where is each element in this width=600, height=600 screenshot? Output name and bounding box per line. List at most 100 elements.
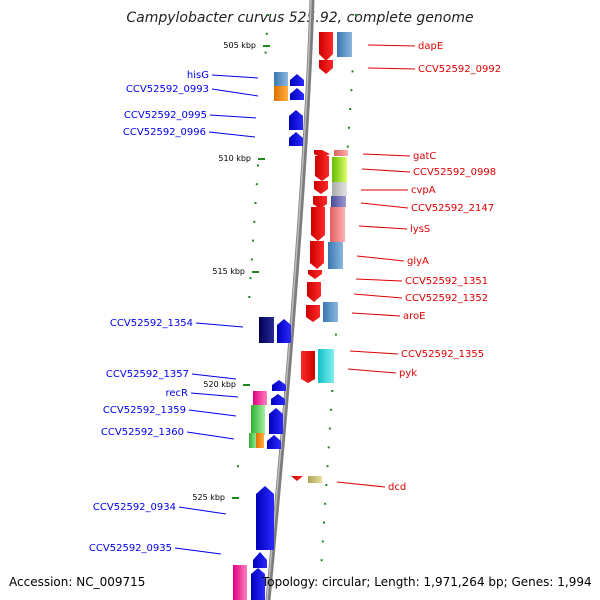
gene-block-gatC[interactable] — [334, 150, 348, 156]
gene-block-ccv52592-1360a[interactable] — [249, 433, 257, 448]
gene-arrow-ccv52592-1354[interactable] — [277, 319, 291, 343]
gene-label[interactable]: CCV52592_1357 — [106, 369, 189, 380]
leader-line — [361, 168, 411, 173]
forward-strand-genes — [233, 72, 304, 600]
gene-arrow-ccv52592-0934[interactable] — [256, 486, 274, 550]
track-tick — [255, 183, 258, 186]
leader-line — [211, 74, 259, 79]
gene-arrow-lysS[interactable] — [311, 207, 325, 241]
gene-arrow-glyA[interactable] — [310, 241, 324, 269]
gene-label[interactable]: CCV52592_1352 — [405, 293, 488, 304]
track-tick — [350, 89, 353, 92]
gene-arrow-cvpA[interactable] — [314, 181, 328, 194]
gene-block-ccv52592-1359[interactable] — [251, 405, 265, 435]
gene-label[interactable]: hisG — [187, 70, 209, 81]
gene-label[interactable]: CCV52592_1354 — [110, 318, 193, 329]
track-tick — [355, 14, 358, 16]
track-tick — [326, 465, 329, 468]
leader-line — [190, 392, 239, 398]
gene-label[interactable]: aroE — [403, 311, 425, 322]
gene-arrow-ccv52592-1357[interactable] — [272, 380, 286, 391]
gene-label[interactable]: CCV52592_1360 — [101, 427, 184, 438]
gene-arrow-ccv52592-0993[interactable] — [290, 88, 304, 100]
gene-arrow-dapE[interactable] — [319, 32, 333, 61]
track-tick — [237, 465, 239, 468]
gene-arrow-ccv52592-1351[interactable] — [308, 270, 322, 279]
gene-block-ccv52592-0993[interactable] — [274, 86, 288, 101]
gene-arrow-ccv52592-0992[interactable] — [319, 60, 333, 74]
gene-block-ccv52592-2147[interactable] — [331, 196, 346, 207]
gene-label[interactable]: gatC — [413, 151, 436, 162]
gene-block-recR[interactable] — [253, 391, 267, 405]
gene-label[interactable]: pyk — [399, 368, 417, 379]
gene-block-lysS[interactable] — [330, 207, 345, 242]
gene-arrow-ccv52592-1352[interactable] — [307, 282, 321, 302]
leader-line — [356, 255, 405, 262]
leader-line — [349, 350, 399, 355]
leader-line — [191, 373, 237, 380]
gene-arrow-ccv52592-1355[interactable] — [301, 351, 315, 383]
gene-arrow-next[interactable] — [251, 568, 265, 600]
kbp-label: 510 kbp — [218, 154, 251, 163]
gene-block-aroE[interactable] — [323, 302, 338, 322]
leader-line — [353, 293, 403, 299]
gene-label[interactable]: lysS — [410, 224, 430, 235]
track-tick — [346, 145, 349, 148]
gene-label[interactable]: CCV52592_1351 — [405, 276, 488, 287]
gene-block-pyk[interactable] — [318, 349, 334, 383]
gene-arrow-aroE[interactable] — [306, 305, 320, 322]
gene-arrow-hisG[interactable] — [290, 74, 304, 86]
gene-arrow-ccv52592-0998[interactable] — [315, 156, 329, 181]
gene-label[interactable]: CCV52592_0935 — [89, 543, 172, 554]
track-tick — [320, 559, 323, 562]
track-tick — [327, 446, 330, 449]
gene-label[interactable]: CCV52592_1359 — [103, 405, 186, 416]
leader-line — [188, 409, 237, 417]
gene-label[interactable]: CCV52592_0934 — [93, 502, 176, 513]
gene-arrow-ccv52592-0995[interactable] — [289, 110, 303, 130]
gene-label[interactable]: dcd — [388, 482, 406, 493]
gene-label[interactable]: CCV52592_0992 — [418, 64, 501, 75]
track-tick — [330, 408, 333, 411]
track-tick — [264, 51, 267, 54]
gene-label[interactable]: dapE — [418, 41, 443, 52]
track-tick — [328, 427, 331, 430]
gene-label[interactable]: CCV52592_2147 — [411, 203, 494, 214]
gene-block-glyA[interactable] — [328, 242, 343, 269]
gene-arrow-dcd[interactable] — [291, 476, 303, 481]
gene-label[interactable]: CCV52592_0993 — [126, 84, 209, 95]
gene-block-dapE[interactable] — [337, 32, 352, 57]
gene-block-next[interactable] — [233, 565, 247, 600]
gene-arrow-recR[interactable] — [271, 394, 285, 405]
gene-block-ccv52592-1360b[interactable] — [256, 433, 264, 448]
gene-label[interactable]: glyA — [407, 256, 429, 267]
gene-label[interactable]: cvpA — [411, 185, 436, 196]
gene-arrow-ccv52592-1359[interactable] — [269, 408, 283, 434]
gene-block-ccv52592-1354[interactable] — [259, 317, 274, 343]
right-tick-track — [320, 14, 358, 562]
leader-line — [360, 202, 409, 209]
leader-line — [355, 278, 403, 282]
gene-arrow-ccv52592-0935[interactable] — [253, 552, 267, 568]
gene-arrow-ccv52592-0996[interactable] — [289, 132, 303, 146]
gene-block-hisG[interactable] — [274, 72, 288, 86]
leader-line — [209, 114, 257, 119]
gene-label[interactable]: CCV52592_0996 — [123, 127, 206, 138]
gene-block-ccv52592-0998[interactable] — [332, 157, 347, 182]
gene-label[interactable]: CCV52592_1355 — [401, 349, 484, 360]
chromosome-backbone-highlight — [266, 0, 312, 600]
gene-label[interactable]: CCV52592_0998 — [413, 167, 496, 178]
gene-block-dcd[interactable] — [308, 476, 322, 483]
gene-arrow-ccv52592-2147[interactable] — [313, 196, 327, 209]
track-tick — [325, 484, 328, 486]
gene-label[interactable]: recR — [166, 388, 189, 399]
track-tick — [324, 502, 327, 505]
reverse-strand-genes — [291, 32, 352, 483]
leader-line — [208, 131, 256, 138]
leader-line — [351, 312, 401, 317]
gene-label[interactable]: CCV52592_0995 — [124, 110, 207, 121]
track-tick — [250, 258, 253, 261]
left-labels: hisG CCV52592_0993 CCV52592_0995 CCV5259… — [89, 70, 209, 554]
gene-block-cvpA[interactable] — [332, 182, 347, 196]
gene-arrow-ccv52592-1360[interactable] — [267, 435, 281, 449]
